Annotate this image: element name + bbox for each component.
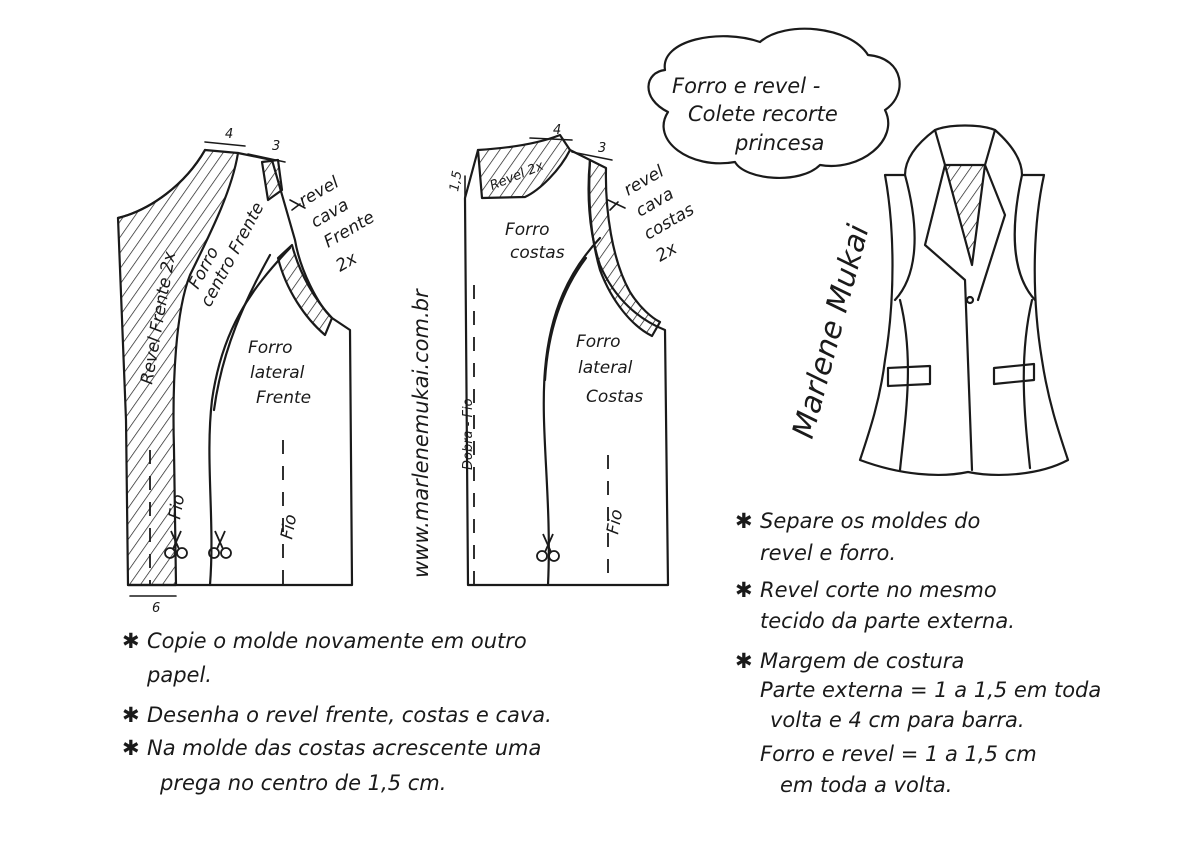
cloud-line-2: Colete recorte [688,102,838,126]
label-fio-front-right: Fio [277,513,301,541]
cloud-line-3: princesa [734,131,824,155]
princess-seam-back [542,236,602,587]
instruction-left-3: Desenha o revel frente, costas e cava. [147,703,552,727]
revel-cava-costas-piece [588,158,662,338]
instruction-right-8: Forro e revel = 1 a 1,5 cm [760,742,1037,766]
instruction-left-5: prega no centro de 1,5 cm. [159,771,446,795]
asterisk-icon: ✱ [122,629,140,653]
label-forro-lateral-back-1: Forro [576,332,621,352]
instruction-right-1: Separe os moldes do [760,509,980,533]
front-measure-3: 3 [272,139,280,154]
back-measure-3: 3 [598,141,606,156]
label-forro-costas-2: costas [510,243,565,263]
revel-shoulder-front [260,158,284,202]
instructions-left: ✱ Copie o molde novamente em outro papel… [122,629,552,795]
label-forro-lateral-front-1: Forro [248,338,293,358]
label-forro-costas-1: Forro [505,220,550,240]
vest-illustration [858,124,1070,476]
signature: Marlene Mukai [786,220,877,442]
label-fio-back: Fio [603,508,627,536]
instruction-left-2: papel. [146,663,212,687]
instruction-right-9: em toda a volta. [780,773,952,797]
instruction-right-2: revel e forro. [760,541,896,565]
label-fio-front-left: Fio [165,493,189,521]
instruction-right-6: Parte externa = 1 a 1,5 em toda [760,678,1101,702]
cloud-line-1: Forro e revel - [672,74,820,98]
back-outline [463,148,670,587]
instructions-right: ✱ Separe os moldes do revel e forro. ✱ R… [735,509,1101,797]
asterisk-icon: ✱ [122,703,140,727]
website-url: www.marlenemukai.com.br [409,288,433,578]
asterisk-icon: ✱ [735,649,753,673]
revel-cava-frente-piece [276,243,334,337]
title-cloud: Forro e revel - Colete recorte princesa [647,27,901,180]
instruction-left-1: Copie o molde novamente em outro [147,629,527,653]
label-forro-lateral-front-2: lateral [250,363,305,383]
back-pattern: 4 3 1,5 Revel 2x Forro costas revel cava… [447,123,698,587]
label-forro-lateral-back-2: lateral [578,358,633,378]
label-forro-lateral-front-3: Frente [256,388,311,408]
asterisk-icon: ✱ [122,736,140,760]
label-revel-cava-back-4: 2x [653,238,682,266]
back-measure-4: 4 [553,123,561,138]
instruction-right-5: Margem de costura [760,649,964,673]
back-measure-1-5: 1,5 [447,170,465,193]
asterisk-icon: ✱ [735,578,753,602]
label-dobra-fio: Dobra - Fio [461,398,476,470]
instruction-left-4: Na molde das costas acrescente uma [147,736,541,760]
asterisk-icon: ✱ [735,509,753,533]
front-pattern: 4 3 6 Revel Frente 2x Fio Forro centro F… [116,127,378,616]
label-forro-lateral-back-3: Costas [586,387,643,407]
instruction-right-7: volta e 4 cm para barra. [770,708,1025,732]
front-outline [116,148,354,587]
front-measure-6: 6 [152,601,160,616]
front-measure-4: 4 [225,127,233,142]
label-revel-cava-front-4: 2x [333,248,362,276]
instruction-right-3: Revel corte no mesmo [760,578,997,602]
princess-seam-front [208,246,292,587]
instruction-right-4: tecido da parte externa. [760,609,1015,633]
